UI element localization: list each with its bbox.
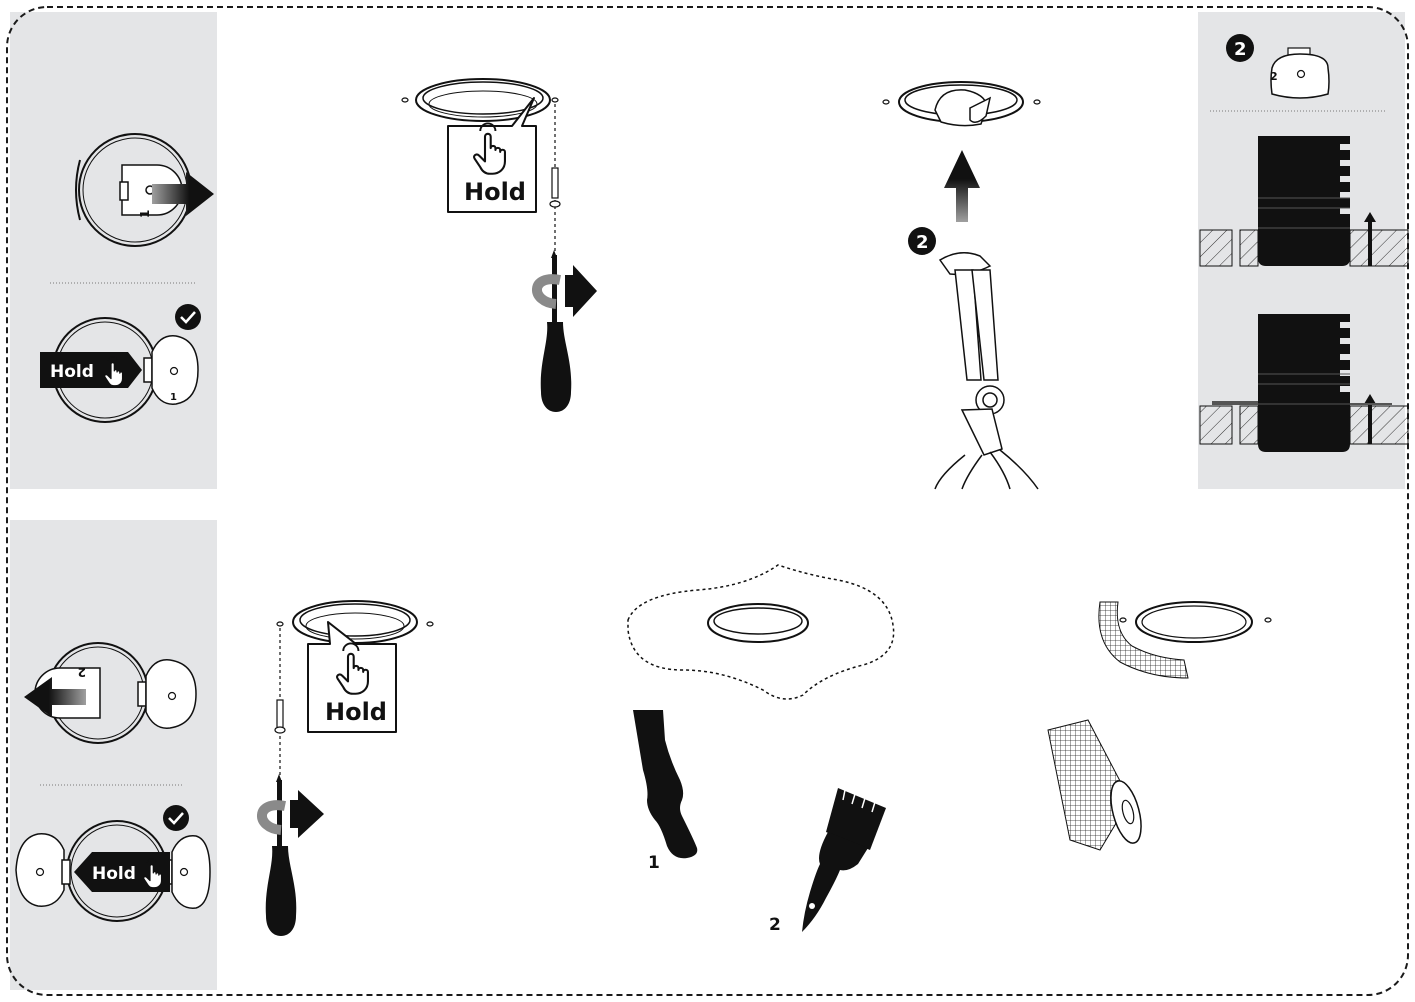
key-number-one: 1 [138,210,152,218]
rotate-icon [262,790,324,838]
check-icon [163,805,189,831]
key-number-two: 2 [1270,70,1278,83]
screwdriver-icon [266,774,297,936]
scraper-icon [633,710,697,858]
key-number-two-b: 2 [78,665,86,679]
recessed-ring-top [402,79,558,121]
step-badge: 2 [908,227,936,255]
hold-label-2: Hold [464,178,526,206]
hold-label-1: Hold [50,362,94,382]
screwdriver-icon [541,250,572,412]
recessed-ring-with-clip [883,82,1040,126]
panel-bottom-left [10,520,217,990]
check-icon [175,304,201,330]
ring-with-mesh [1099,602,1271,678]
hold-label-4: Hold [325,698,387,726]
tool-number-one: 1 [648,853,660,873]
panel-step-number: 2 [1234,39,1247,60]
mesh-tape-icon [1048,720,1147,850]
brush-icon [802,788,886,932]
plaster-area [628,565,894,699]
tool-number-two: 2 [769,915,781,935]
key-number-one-b: 1 [170,392,177,403]
pliers-icon [935,253,1038,489]
recessed-ring-bottom [277,601,433,643]
arrow-up-icon [944,150,980,222]
step-number: 2 [916,232,929,253]
hold-label-3: Hold [92,864,136,884]
step-badge-panel: 2 [1226,34,1254,62]
rotate-icon [537,265,597,317]
screw [275,700,285,733]
dashed-frame [7,7,1408,995]
screw [550,168,560,207]
